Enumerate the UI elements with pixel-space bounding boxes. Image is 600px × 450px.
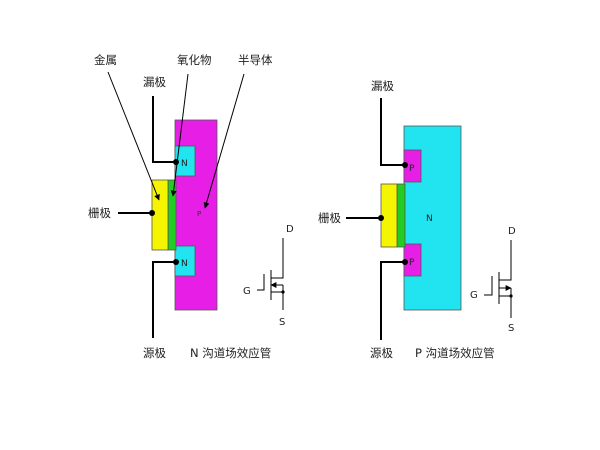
pmos-drain-dot <box>402 162 408 168</box>
pmos-gate-dot <box>378 215 384 221</box>
nmos-semiconductor-label: 半导体 <box>238 53 273 67</box>
pmos-symbol-g: G <box>470 290 478 301</box>
pmos-oxide-layer <box>396 183 406 248</box>
nmos-metal-gate <box>151 179 169 251</box>
pmos-region-substrate-label: N <box>426 214 433 224</box>
nmos-symbol-g: G <box>243 286 251 297</box>
nmos-semiconductor-pointer <box>203 73 245 209</box>
pmos-source-label: 源极 <box>370 346 393 360</box>
nmos-structure: N P N 金属 漏极 氧化物 半导体 栅极 源极 N 沟道场效应管 <box>88 53 273 360</box>
nmos-symbol-s: S <box>279 317 285 328</box>
nmos-symbol: D G S <box>243 224 294 328</box>
pmos-source-dot <box>402 259 408 265</box>
nmos-region-substrate-label: P <box>197 210 201 218</box>
nmos-source-dot <box>173 259 179 265</box>
nmos-caption: N 沟道场效应管 <box>190 346 271 360</box>
pmos-symbol: D G S <box>470 226 516 334</box>
nmos-drain-label: 漏极 <box>143 75 166 89</box>
pmos-symbol-d: D <box>508 226 516 237</box>
pmos-metal-gate <box>380 183 398 248</box>
nmos-symbol-d: D <box>286 224 294 235</box>
nmos-gate-label: 栅极 <box>88 206 111 220</box>
pmos-drain-wire <box>380 98 405 166</box>
nmos-region-top-label: N <box>181 159 188 169</box>
nmos-source-label: 源极 <box>143 346 166 360</box>
nmos-metal-label: 金属 <box>94 53 117 67</box>
nmos-oxide-label: 氧化物 <box>177 53 212 67</box>
pmos-structure: P N P 漏极 栅极 源极 P 沟道场效应管 <box>318 79 495 360</box>
nmos-source-wire <box>152 261 176 338</box>
pmos-caption: P 沟道场效应管 <box>415 346 495 360</box>
nmos-oxide-layer <box>167 179 177 251</box>
pmos-gate-label: 栅极 <box>318 211 341 225</box>
nmos-metal-pointer <box>107 71 160 201</box>
pmos-region-bottom-label: P <box>409 258 415 268</box>
pmos-source-wire <box>380 261 405 340</box>
nmos-drain-dot <box>173 159 179 165</box>
pmos-drain-label: 漏极 <box>371 79 394 93</box>
nmos-oxide-pointer <box>170 73 189 197</box>
nmos-region-bottom-label: N <box>181 259 188 269</box>
nmos-drain-wire <box>152 96 176 163</box>
pmos-symbol-s: S <box>508 323 514 334</box>
nmos-gate-dot <box>149 210 155 216</box>
pmos-region-top-label: P <box>409 164 415 174</box>
